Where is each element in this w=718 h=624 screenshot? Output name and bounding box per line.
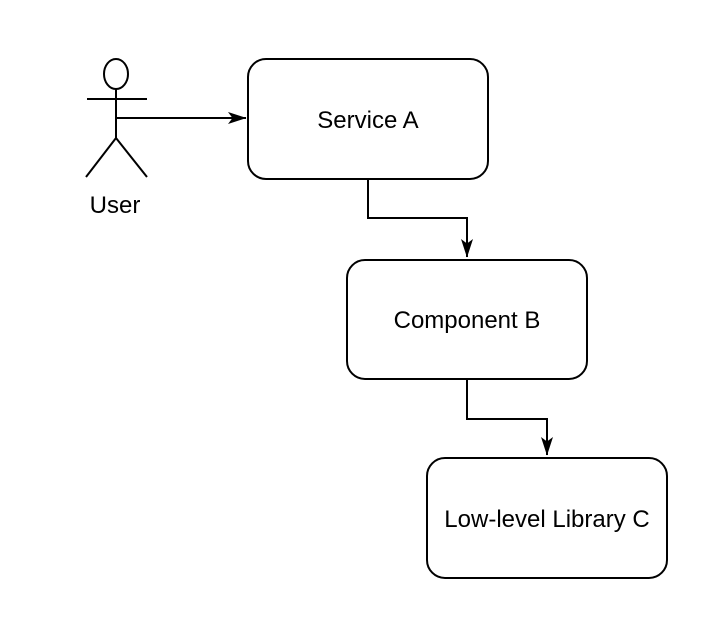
node-service-a[interactable]: Service A [247, 58, 489, 180]
node-component-b-label: Component B [394, 307, 541, 334]
edge-component-b-to-library-c[interactable] [466, 379, 553, 456]
node-service-a-label: Service A [317, 107, 418, 134]
actor-legs [85, 137, 148, 178]
actor-user[interactable]: User [85, 58, 148, 219]
edge-service-a-to-component-b[interactable] [367, 179, 473, 258]
actor-label: User [90, 192, 141, 219]
node-library-c-shape [426, 457, 668, 579]
node-library-c[interactable]: Low-level Library C [426, 457, 668, 579]
actor-head [103, 58, 129, 90]
node-component-b[interactable]: Component B [346, 259, 588, 380]
node-library-c-label: Low-level Library C [444, 506, 649, 533]
